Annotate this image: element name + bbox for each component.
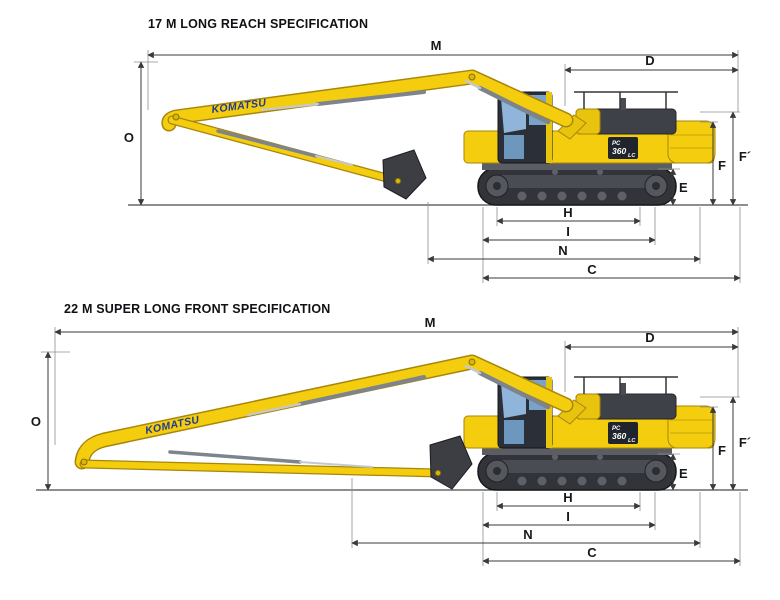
- dim-O-22m: O: [31, 351, 52, 491]
- witness-lines-17m: [134, 50, 741, 283]
- dim-label-I-22m: I: [566, 509, 570, 524]
- bucket-cylinder-rod: [299, 461, 373, 468]
- dim-label-H-17m: H: [563, 205, 572, 220]
- arm: [80, 460, 442, 477]
- dim-label-Fprime-17m: F´: [739, 149, 751, 164]
- dim-M-22m: M: [54, 315, 739, 336]
- dim-N-17m: N: [427, 243, 701, 263]
- dim-label-C-17m: C: [587, 262, 597, 277]
- dim-H-22m: H: [496, 490, 641, 510]
- brand-logo-boom-22m: KOMATSU: [144, 414, 200, 437]
- dim-E-17m: E: [669, 168, 688, 206]
- boom-knee-pin: [468, 358, 476, 366]
- boom-knee-pin: [468, 73, 476, 81]
- boom-cylinder-rod: [464, 364, 482, 375]
- dim-label-O-17m: O: [124, 130, 134, 145]
- bucket-cylinder: [168, 450, 302, 464]
- arm-cylinder-rod: [260, 102, 320, 112]
- arm: [168, 116, 402, 185]
- hydraulic-cylinders-17m: [216, 79, 551, 166]
- arm-pivot-pin: [80, 458, 88, 466]
- bucket-pin: [434, 469, 442, 477]
- arm-cylinder: [298, 375, 426, 406]
- arm-pivot-pin: [172, 113, 180, 121]
- dim-label-C-22m: C: [587, 545, 597, 560]
- bucket-cylinder: [216, 129, 318, 158]
- dim-Fprime-22m: F´: [729, 396, 751, 491]
- long-reach-front-17m: KOMATSU: [161, 69, 574, 200]
- dim-label-M-17m: M: [431, 38, 442, 53]
- excavator-22m: [463, 376, 716, 491]
- diagram-17m: KOMATSU: [124, 38, 751, 283]
- dim-I-17m: I: [482, 224, 656, 244]
- dim-label-F-17m: F: [718, 158, 726, 173]
- dim-C-22m: C: [482, 545, 741, 565]
- dim-D-22m: D: [564, 330, 739, 351]
- dim-label-F-22m: F: [718, 443, 726, 458]
- arm-cylinder: [316, 90, 426, 106]
- dim-label-E-22m: E: [679, 466, 688, 481]
- dim-label-E-17m: E: [679, 180, 688, 195]
- bucket-cylinder-rod: [315, 155, 353, 166]
- dim-label-D-17m: D: [645, 53, 654, 68]
- dim-O-17m: O: [124, 61, 145, 206]
- dim-label-M-22m: M: [425, 315, 436, 330]
- dim-N-22m: N: [351, 527, 701, 547]
- dim-label-O-22m: O: [31, 414, 41, 429]
- dim-Fprime-17m: F´: [729, 111, 751, 206]
- boom-cylinder: [477, 85, 551, 125]
- dim-label-Fprime-22m: F´: [739, 435, 751, 450]
- boom-cylinder: [477, 370, 551, 410]
- excavator-17m: [463, 91, 716, 206]
- dim-D-17m: D: [564, 53, 739, 74]
- diagram-22m: KOMATSU: [31, 315, 751, 566]
- dim-F-22m: F: [709, 406, 726, 491]
- boom-cylinder-rod: [464, 79, 482, 90]
- hydraulic-cylinders-22m: [168, 364, 551, 468]
- dim-E-22m: E: [669, 453, 688, 491]
- title-22m-spec: 22 M SUPER LONG FRONT SPECIFICATION: [64, 302, 331, 316]
- dim-C-17m: C: [482, 262, 741, 282]
- dim-label-D-22m: D: [645, 330, 654, 345]
- bucket-22m: [429, 435, 473, 490]
- bucket-pin: [394, 177, 402, 185]
- super-long-front-22m: KOMATSU: [74, 354, 574, 490]
- arm-cylinder-rod: [246, 402, 302, 417]
- dim-label-N-22m: N: [523, 527, 532, 542]
- dim-I-22m: I: [482, 509, 656, 529]
- dim-label-H-22m: H: [563, 490, 572, 505]
- title-17m-spec: 17 M LONG REACH SPECIFICATION: [148, 17, 369, 31]
- dim-M-17m: M: [147, 38, 739, 59]
- dim-label-N-17m: N: [558, 243, 567, 258]
- dim-F-17m: F: [709, 121, 726, 206]
- boom: [76, 356, 572, 468]
- dim-H-17m: H: [496, 205, 641, 225]
- bucket-17m: [382, 149, 427, 200]
- dim-label-I-17m: I: [566, 224, 570, 239]
